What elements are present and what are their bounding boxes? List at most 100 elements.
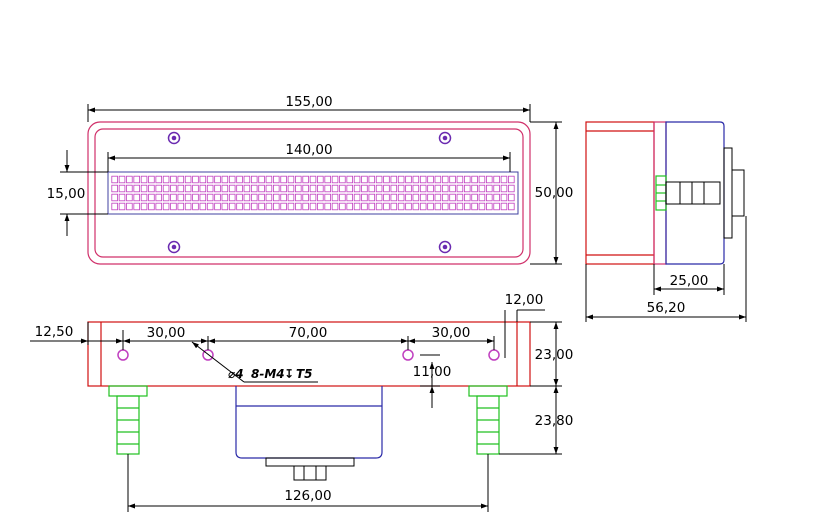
led-cell (361, 193, 368, 202)
led-cell (126, 202, 133, 211)
dimension-top-height: 50,00 (530, 121, 574, 265)
led-cell (508, 175, 515, 184)
led-cell (471, 184, 478, 193)
front-housing (235, 386, 383, 459)
led-cell (441, 175, 449, 184)
led-cell (236, 202, 243, 211)
led-cell (434, 193, 442, 202)
led-cell (463, 193, 471, 202)
led-cell (353, 202, 361, 211)
led-cell (177, 202, 185, 211)
led-cell (184, 175, 192, 184)
led-cell (397, 193, 405, 202)
led-cell (390, 202, 398, 211)
led-cell (170, 202, 177, 211)
led-cell (309, 202, 317, 211)
led-cell (250, 193, 258, 202)
led-cell (155, 193, 163, 202)
led-cell (375, 175, 383, 184)
dimension-fitting-height: 23,80 (499, 386, 573, 455)
led-cell (184, 193, 192, 202)
led-cell (353, 175, 361, 184)
led-cell (486, 175, 493, 184)
front-mount-hole (488, 349, 500, 361)
front-connector (293, 465, 327, 481)
led-cell (206, 202, 214, 211)
dimension-top-width: 155,00 (87, 94, 531, 122)
led-cell (155, 184, 163, 193)
led-cell (449, 202, 456, 211)
callout-depth: T5 (296, 367, 313, 381)
led-cell (375, 193, 383, 202)
led-cell (228, 202, 236, 211)
led-cell (170, 193, 177, 202)
led-cell (199, 193, 207, 202)
led-cell (302, 175, 309, 184)
dimension-hole-height: 11,00 (413, 354, 452, 408)
led-cell (353, 193, 361, 202)
side-heatsink (585, 121, 655, 265)
led-cell (258, 202, 265, 211)
led-cell (140, 184, 148, 193)
led-cell (500, 175, 508, 184)
led-cell (339, 184, 346, 193)
led-cell (317, 193, 324, 202)
led-cell (118, 175, 126, 184)
dimension-led-height: 15,00 (47, 150, 108, 236)
led-cell (111, 193, 118, 202)
led-cell (111, 184, 118, 193)
led-cell (214, 202, 221, 211)
dimension-label: 140,00 (285, 142, 332, 158)
led-cell (486, 202, 493, 211)
led-cell (221, 175, 229, 184)
dimension-side-total: 56,20 (585, 216, 747, 322)
led-cell (111, 202, 118, 211)
dimension-label: 23,00 (535, 347, 574, 363)
callout-depth-icon: ↧ (284, 367, 294, 381)
led-cell (228, 193, 236, 202)
dimension-label: 30,00 (432, 325, 471, 341)
led-cell (206, 184, 214, 193)
led-cell (441, 184, 449, 193)
led-cell (493, 193, 500, 202)
led-cell (228, 184, 236, 193)
led-cell (170, 175, 177, 184)
led-cell (155, 202, 163, 211)
dimension-label: 50,00 (535, 185, 574, 201)
led-cell (331, 193, 339, 202)
led-cell (471, 202, 478, 211)
led-cell (449, 175, 456, 184)
led-cell (287, 184, 295, 193)
led-cell (272, 202, 280, 211)
led-cell (397, 184, 405, 193)
top-view: 155,00 140,00 15,00 50,00 (47, 94, 574, 265)
led-cell (214, 184, 221, 193)
led-cell (486, 184, 493, 193)
led-cell (309, 193, 317, 202)
led-cell (243, 175, 251, 184)
led-cell (126, 184, 133, 193)
led-cell (508, 202, 515, 211)
led-cell (258, 175, 265, 184)
dimension-label: 70,00 (289, 325, 328, 341)
front-fitting-left (108, 385, 148, 455)
led-cell (412, 184, 420, 193)
led-cell (265, 184, 273, 193)
led-cell (361, 202, 368, 211)
led-cell (221, 202, 229, 211)
led-cell (118, 184, 126, 193)
led-cell (199, 184, 207, 193)
led-cell (192, 193, 199, 202)
led-cell (368, 202, 376, 211)
dimension-label: 15,00 (47, 186, 86, 202)
led-cell (346, 193, 354, 202)
led-cell (177, 184, 185, 193)
top-mount-hole (438, 131, 452, 145)
led-cell (405, 175, 412, 184)
led-cell (250, 175, 258, 184)
top-mount-hole (167, 240, 181, 254)
led-cell (192, 175, 199, 184)
dimension-label: 11,00 (413, 364, 452, 380)
led-cell (228, 175, 236, 184)
led-cell (258, 184, 265, 193)
